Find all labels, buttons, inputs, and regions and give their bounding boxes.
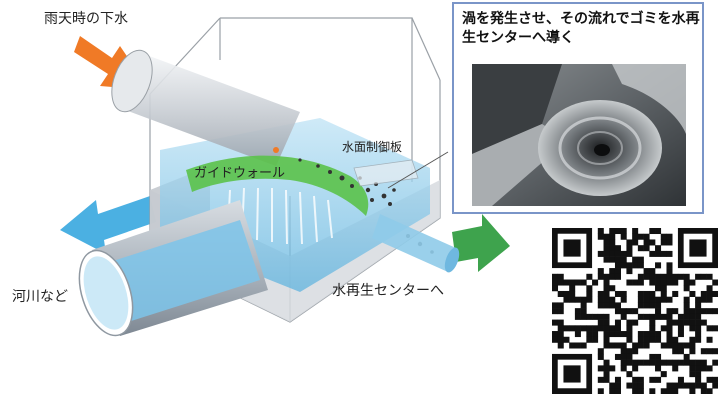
treatment-pipe xyxy=(372,214,456,272)
callout-text: 渦を発生させ、その流れでゴミを水再生センターへ導く xyxy=(462,11,700,46)
outflow-arrow xyxy=(60,196,156,254)
label-river: 河川など xyxy=(12,289,68,305)
label-guide-wall: ガイドウォール xyxy=(194,166,286,181)
vortex-photo xyxy=(472,64,686,206)
label-to-treatment: 水再生センターへ xyxy=(332,283,444,299)
label-rain-sewage: 雨天時の下水 xyxy=(44,11,128,27)
callout-box: 渦を発生させ、その流れでゴミを水再生センターへ導く xyxy=(452,2,704,214)
leader-line xyxy=(387,151,449,189)
treatment-arrow xyxy=(452,214,510,272)
river-pipe xyxy=(78,200,268,337)
inflow-pipe xyxy=(111,49,300,166)
qr-code xyxy=(552,228,718,394)
label-water-surface-plate: 水面制御板 xyxy=(342,140,403,154)
guide-wall xyxy=(186,155,369,216)
